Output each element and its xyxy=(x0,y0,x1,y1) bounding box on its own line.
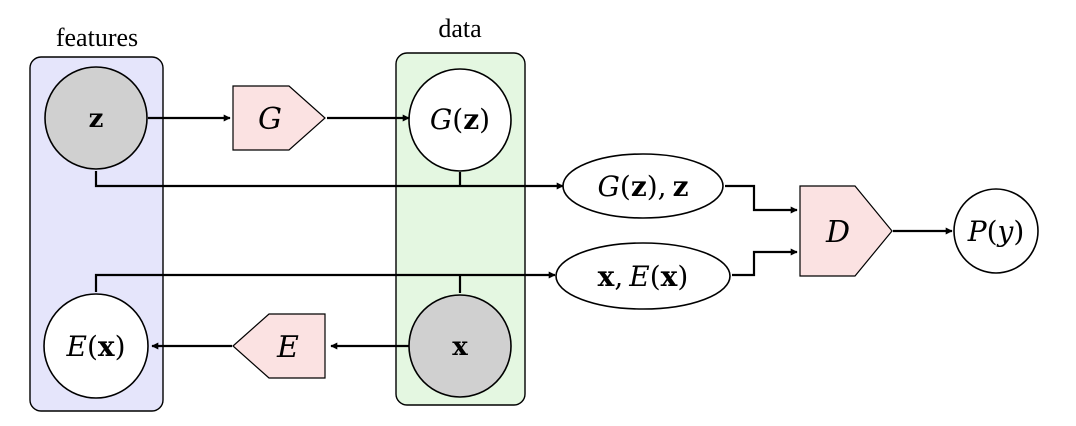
edge-ex-to-x-ex xyxy=(94,271,556,292)
function-d-label: D xyxy=(825,215,850,250)
node-py-circle xyxy=(953,188,1039,274)
node-z: z xyxy=(44,66,148,170)
node-z-label: z xyxy=(89,104,104,134)
function-g: G xyxy=(232,85,326,151)
function-e: E xyxy=(232,313,326,379)
function-g-shape xyxy=(232,85,326,151)
node-gz: G(z) xyxy=(408,68,512,172)
features-group-title: features xyxy=(56,23,138,52)
edge-gz-z-to-d xyxy=(725,184,798,214)
node-x-label: x xyxy=(452,332,468,362)
node-x-ex-label: x,E(x) xyxy=(598,260,689,293)
function-g-label: G xyxy=(258,102,282,137)
edge-z-to-gz-z xyxy=(94,171,564,190)
function-e-label: E xyxy=(276,330,299,365)
node-gz-label: G(z) xyxy=(430,103,490,136)
node-x: x xyxy=(408,294,512,398)
node-gz-z-ellipse xyxy=(562,153,724,219)
node-z-circle xyxy=(44,66,148,170)
function-d: D xyxy=(799,185,893,277)
node-gz-z: G(z),z xyxy=(562,153,724,219)
node-ex: E(x) xyxy=(43,293,149,399)
edge-x-ex-to-d xyxy=(732,248,798,277)
function-e-shape xyxy=(232,313,326,379)
node-ex-circle xyxy=(43,293,149,399)
node-x-ex-ellipse xyxy=(555,242,731,310)
node-gz-circle xyxy=(408,68,512,172)
node-ex-label: E(x) xyxy=(65,330,125,363)
node-py-label: P(y) xyxy=(967,215,1025,248)
data-group-title: data xyxy=(438,14,482,43)
node-gz-z-label: G(z),z xyxy=(598,170,689,203)
node-x-ex: x,E(x) xyxy=(555,242,731,310)
node-x-circle xyxy=(408,294,512,398)
function-d-shape xyxy=(799,185,893,277)
edges xyxy=(94,114,953,350)
node-py: P(y) xyxy=(953,188,1039,274)
